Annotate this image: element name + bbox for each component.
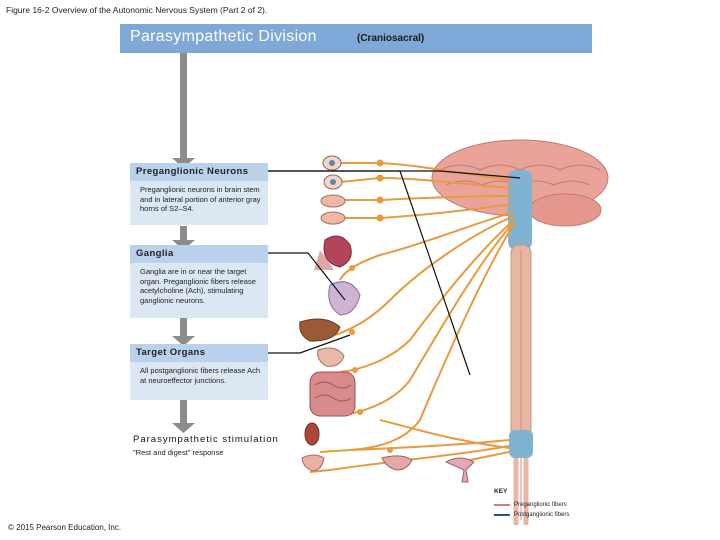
figure-caption: Figure 16-2 Overview of the Autonomic Ne…	[6, 5, 268, 15]
legend-key: KEY Preganglionic fibers Postganglionic …	[490, 485, 586, 523]
box-text: Preganglionic neurons in brain stem and …	[140, 185, 261, 213]
preganglionic-swatch	[494, 504, 510, 506]
target-organs-box: Target Organs All postganglionic fibers …	[130, 344, 268, 400]
stomach-organ	[317, 347, 345, 367]
box-text: All postganglionic fibers release Ach at…	[140, 366, 261, 385]
stimulation-title: Parasympathetic stimulation	[133, 434, 279, 445]
key-item-preganglionic: Preganglionic fibers	[494, 502, 567, 508]
intestine-organ	[309, 371, 356, 417]
stimulation-subtitle: "Rest and digest" response	[133, 448, 224, 457]
box-heading: Target Organs	[130, 344, 268, 362]
division-banner: Parasympathetic Division (Craniosacral)	[120, 24, 592, 53]
flow-arrow-head-3	[172, 336, 195, 346]
banner-subtitle: (Craniosacral)	[357, 33, 425, 44]
pointer-lines	[268, 170, 521, 376]
brain-stem	[508, 170, 532, 250]
box-text: Ganglia are in or near the target organ.…	[140, 267, 256, 305]
sacral-fibers	[309, 419, 510, 473]
box-heading: Ganglia	[130, 245, 268, 263]
ganglia-box: Ganglia Ganglia are in or near the targe…	[130, 245, 268, 318]
flow-arrow-shaft-2	[180, 226, 187, 244]
brain-cerebellum	[528, 193, 602, 227]
salivary-gland-2	[320, 211, 346, 225]
bladder-organ	[301, 454, 325, 472]
key-label: Preganglionic fibers	[514, 502, 567, 508]
target-organs	[299, 155, 475, 483]
penis-organ	[381, 455, 413, 471]
salivary-gland	[320, 194, 346, 208]
key-item-postganglionic: Postganglionic fibers	[494, 512, 569, 518]
flow-arrow-shaft-4	[180, 400, 187, 426]
heart-organ	[323, 235, 352, 268]
flow-arrow-shaft-3	[180, 318, 187, 340]
kidney-organ	[304, 422, 320, 446]
sacral-segment	[509, 430, 533, 458]
liver-organ	[299, 318, 341, 342]
copyright-notice: © 2015 Pearson Education, Inc.	[8, 523, 122, 532]
preganglionic-neurons-box: Preganglionic Neurons Preganglionic neur…	[130, 163, 268, 225]
flow-arrow-shaft-1	[180, 53, 187, 161]
postganglionic-swatch	[494, 514, 510, 516]
key-title: KEY	[494, 488, 508, 495]
flow-arrow-head-4	[172, 423, 195, 433]
box-heading: Preganglionic Neurons	[130, 163, 268, 181]
uterus-organ	[444, 457, 475, 483]
ganglia-nodes	[342, 159, 463, 465]
banner-title: Parasympathetic Division	[130, 28, 317, 45]
key-label: Postganglionic fibers	[514, 512, 570, 518]
